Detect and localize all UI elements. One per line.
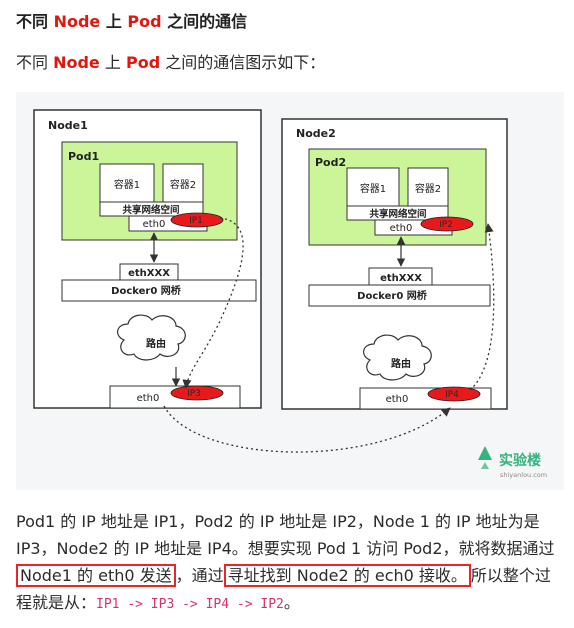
heading-text: 不同: [16, 12, 54, 31]
pod1-container1-label: 容器1: [114, 178, 140, 191]
node2-bridge: [308, 284, 491, 307]
node1-router-cloud: [117, 314, 186, 361]
heading-text: 上: [100, 12, 128, 31]
logo-url-text: shiyanlou.com: [500, 471, 547, 479]
pod1-ip-badge: [170, 212, 224, 228]
node2-router-label: 路由: [391, 357, 411, 370]
paragraph-segment: Pod1 的 IP 地址是 IP1，Pod2 的 IP 地址是 IP2，Node…: [16, 512, 555, 558]
pod2-container1-label: 容器1: [360, 182, 386, 195]
pod2-eth0-label: eth0: [390, 223, 413, 234]
logo-mark-icon: [478, 446, 492, 460]
paragraph-segment: 。: [283, 593, 300, 612]
network-diagram-svg: Node1 Pod1 容器1 容器2 共享网络空间 eth0 IP1 ethXX…: [33, 109, 547, 479]
pod2-ip-badge: [420, 216, 474, 232]
intro-segment: 不同: [16, 53, 54, 72]
logo-mark-icon: [481, 462, 489, 469]
node2-router-cloud: [363, 334, 432, 381]
logo-brand-text: 实验楼: [499, 452, 541, 469]
node2-host-ip-badge: [427, 386, 481, 402]
node1-bridge: [61, 279, 257, 302]
paragraph-segment: ，通过: [175, 566, 224, 585]
intro-text: 不同 Node 上 Pod 之间的通信图示如下：: [16, 49, 325, 73]
pod1-container2: [162, 163, 204, 203]
node1-host-eth0-label: eth0: [137, 393, 160, 404]
node2-host-ip-label: IP4: [445, 390, 459, 400]
node1-host-ip-label: IP3: [187, 389, 201, 399]
heading-text: 之间的通信: [161, 12, 248, 31]
node1-bridge-label: Docker0 网桥: [111, 284, 182, 297]
node2-host-eth0-label: eth0: [386, 394, 409, 405]
highlight-receive: 寻址找到 Node2 的 ech0 接收。: [223, 564, 471, 587]
pod1-container2-label: 容器2: [170, 178, 196, 191]
path-ip4-to-ip2: [469, 223, 495, 391]
pod1-title: Pod1: [68, 150, 99, 163]
node1-router-label: 路由: [146, 337, 166, 350]
highlight-send: Node1 的 eth0 发送: [16, 564, 176, 587]
heading-node-term: Node: [53, 12, 101, 31]
pod2-title: Pod2: [315, 156, 346, 169]
heading-pod-term: Pod: [127, 12, 162, 31]
pod2-container2-label: 容器2: [415, 182, 441, 195]
node1-title: Node1: [48, 119, 88, 132]
pod1-eth0-label: eth0: [143, 219, 166, 230]
network-diagram: Node1 Pod1 容器1 容器2 共享网络空间 eth0 IP1 ethXX…: [16, 92, 564, 490]
node2-title: Node2: [296, 127, 336, 140]
node1-host-ip-badge: [170, 385, 224, 401]
paragraph-segment: 所以整个过程就是从：: [16, 566, 551, 612]
path-ip3-to-ip4: [163, 405, 451, 453]
pod1-netns-label: 共享网络空间: [122, 204, 179, 216]
node2-ethxxx-label: ethXXX: [380, 273, 422, 284]
section-heading: 不同 Node 上 Pod 之间的通信: [16, 8, 247, 32]
pod1-ip-label: IP1: [189, 216, 203, 226]
node2-bridge-label: Docker0 网桥: [357, 289, 428, 302]
intro-segment: 上: [99, 53, 126, 72]
inline-code-path: IP1 -> IP3 -> IP4 -> IP2: [96, 597, 284, 612]
shiyanlou-logo: 实验楼 shiyanlou.com: [478, 446, 547, 479]
pod2-netns-label: 共享网络空间: [369, 208, 426, 220]
pod2-container1: [346, 167, 400, 207]
pod2-ip-label: IP2: [439, 220, 453, 230]
intro-node-term: Node: [53, 53, 100, 72]
explanation-paragraph: Pod1 的 IP 地址是 IP1，Pod2 的 IP 地址是 IP2，Node…: [16, 508, 564, 618]
node1-ethxxx-label: ethXXX: [128, 268, 170, 279]
intro-segment: 之间的通信图示如下：: [160, 53, 326, 72]
intro-pod-term: Pod: [125, 53, 161, 72]
